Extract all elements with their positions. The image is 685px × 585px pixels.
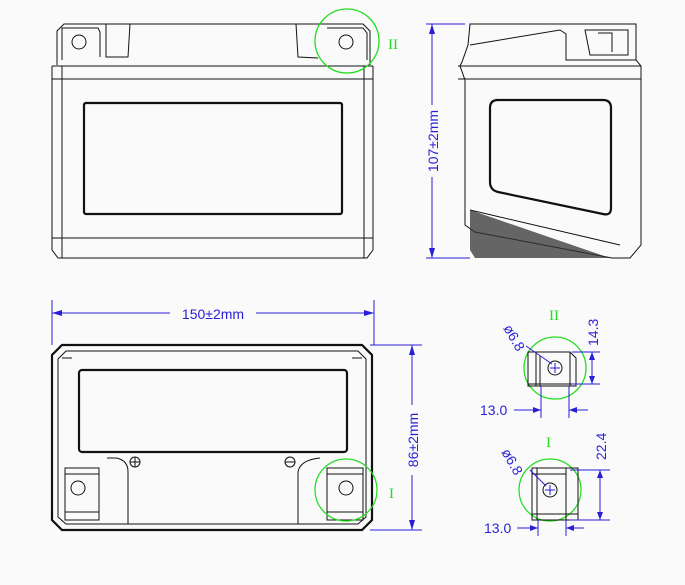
width-dimension: 86±2mm [405,413,421,467]
terminal-hole-icon [338,480,354,496]
detail-label-I: I [389,486,394,502]
detail-label-II: II [388,37,398,53]
hole-diameter-II: ø6.8 [500,322,528,354]
length-dimension: 150±2mm [182,306,244,322]
detail-I-view: I ø6.8 22.4 13.0 [484,433,610,536]
height-dimension: 107±2mm [425,110,441,172]
width-I: 13.0 [484,520,511,536]
side-view: 107±2mm [425,23,642,259]
front-view: II [51,8,398,259]
hole-diameter-I: ø6.8 [498,446,526,478]
terminal-hole-icon [71,34,87,50]
detail-II-view: II ø6.8 14.3 13.0 [480,308,601,418]
top-view: 150±2mm I 86±2mm [50,300,422,532]
detail-II-title: II [549,308,559,324]
height-II: 14.3 [585,319,601,346]
detail-I-title: I [546,435,551,451]
height-I: 22.4 [593,433,609,460]
width-II: 13.0 [480,402,507,418]
detail-marker-II [314,8,380,74]
detail-marker-I [314,458,378,522]
terminal-hole-icon [338,34,354,50]
terminal-hole-icon [70,480,86,496]
